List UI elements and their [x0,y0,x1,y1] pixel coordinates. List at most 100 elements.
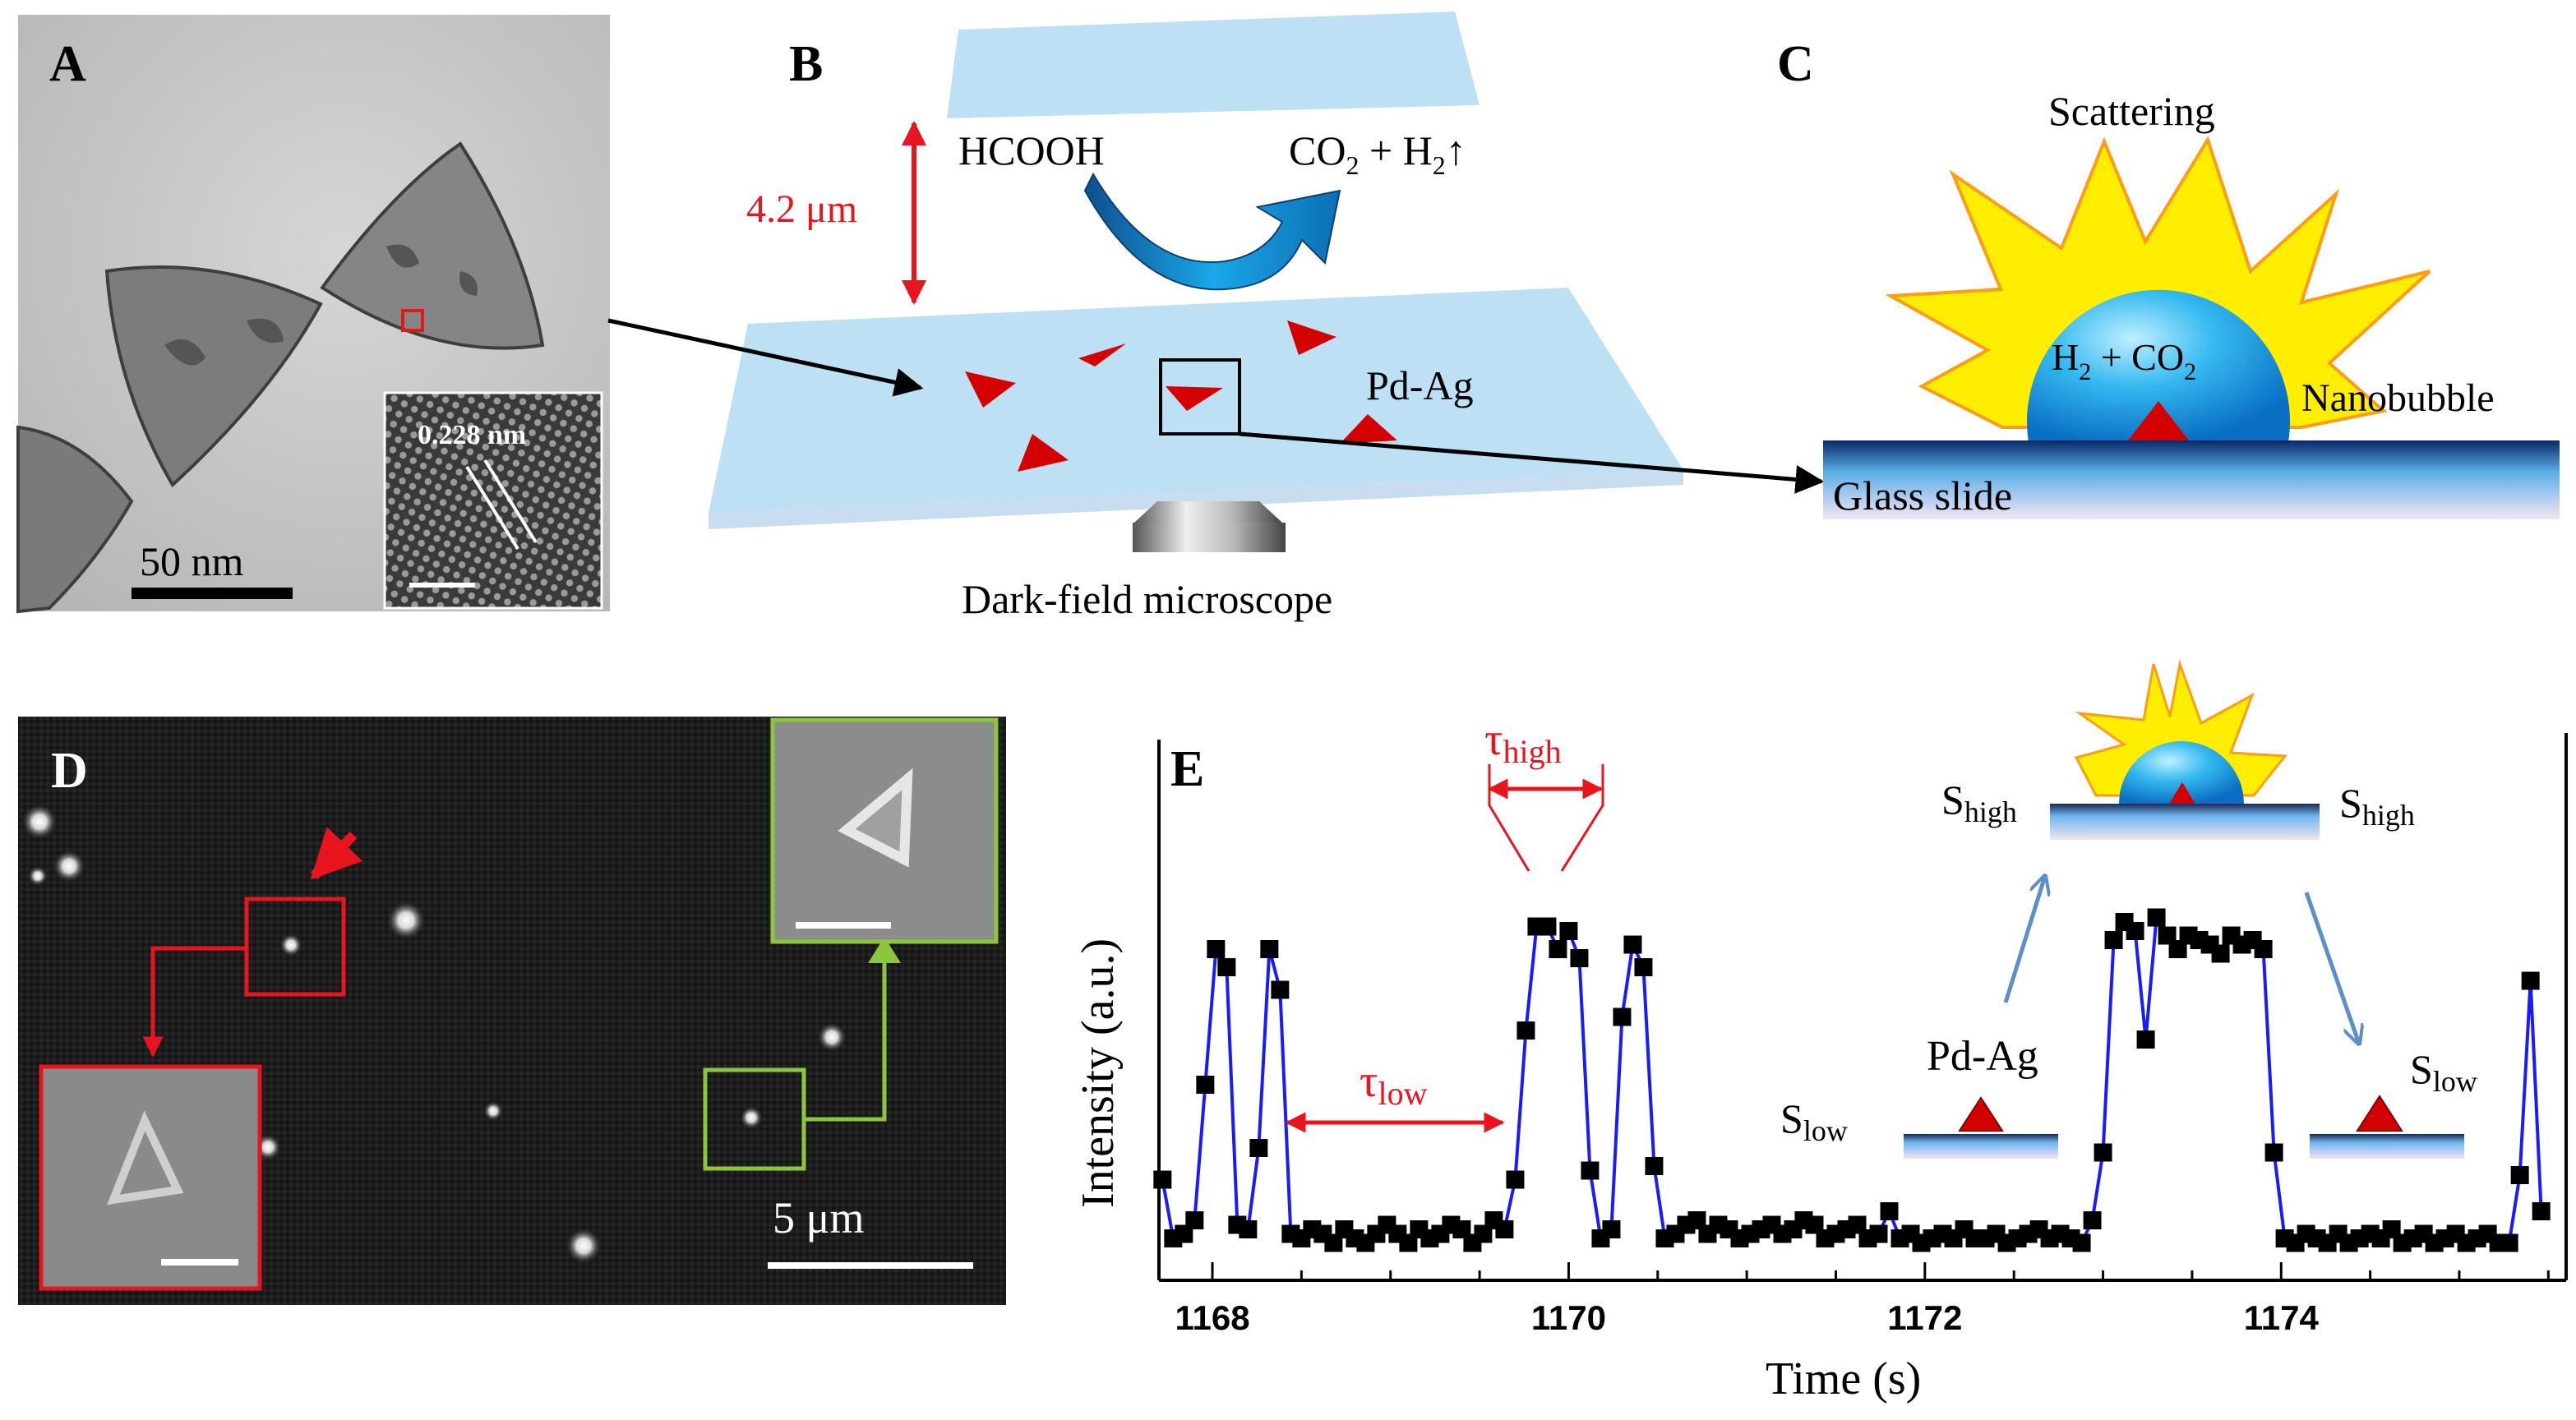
data-point [1506,1170,1525,1189]
data-point [2083,1211,2102,1229]
selected-particle-box [1159,358,1241,436]
data-point [1634,958,1653,976]
x-tick-label: 1174 [2244,1298,2320,1337]
s-low-label: Slow [1780,1095,1848,1147]
data-point [2104,931,2123,949]
nanoplate-texture [164,244,478,366]
particle-label: Pd-Ag [1366,362,1474,408]
data-point [1549,940,1567,958]
s-high-glass [2050,804,2320,840]
data-point [1196,1076,1215,1094]
top-glass [947,12,1480,118]
data-point [1559,922,1578,940]
scale-bar-label: 5 μm [773,1193,864,1242]
mini-scattering-burst [2074,659,2287,797]
reaction-arrow [1083,172,1341,291]
panel-b: B 4.2 μm HCOOH CO2 + H2↑ Pd-Ag Dark-fiel… [607,12,1825,622]
spot [566,1228,602,1264]
panel-c: C Scattering H2 + CO2 Nanobubble Glass s… [1777,36,2560,519]
nanoplate-right [320,141,545,350]
data-point [2264,1143,2283,1162]
lattice-line [465,465,519,551]
mini-particle [2168,782,2196,805]
x-tick-label: 1170 [1531,1298,1606,1337]
reactant-label: HCOOH [958,127,1105,173]
data-point [1645,1157,1664,1175]
nanobubble-label: Nanobubble [2301,376,2495,420]
data-point [1538,917,1557,936]
data-point [1185,1211,1204,1229]
glass-label: Glass slide [1833,473,2012,519]
panel-d: D 5 μm [18,717,1006,1305]
scattering-burst [1885,136,2431,429]
scale-bar-label: 50 nm [140,538,244,584]
nanobubble [2027,289,2291,442]
red-inset [39,1064,262,1291]
bottom-glass-edge [709,470,1683,529]
x-axis-title: Time (s) [1766,1353,1921,1404]
lattice-line [483,459,538,544]
data-point [1570,949,1589,967]
panel-label-d: D [51,743,88,799]
particle [1078,343,1126,367]
data-point [1207,940,1226,958]
s-high-label-left: Shigh [1941,777,2017,828]
particle [965,371,1016,408]
data-point [1623,935,1642,954]
data-point [2126,922,2144,940]
objective-lens [1133,501,1286,552]
red-pointer-arrow [310,827,363,880]
data-point [2254,940,2273,958]
spot [740,1106,763,1129]
spot [279,934,302,957]
tau-low-label: τlow [1360,1056,1428,1112]
data-point [2211,944,2230,963]
product-label: CO2 + H2↑ [1289,127,1466,180]
s-high-label-right: Shigh [2339,780,2415,832]
lattice-spacing: 0.228 nm [418,420,526,450]
panel-label-e: E [1170,741,1204,797]
hrtem-inset [383,391,603,610]
s-low-particle [1958,1096,2004,1132]
data-point [1271,980,1290,999]
data-point [1260,940,1279,958]
data-point [2521,971,2540,990]
particle [1340,414,1397,444]
spot [28,866,48,886]
particle [1166,386,1223,411]
spot [817,1022,847,1052]
s-low-glass-right [2310,1134,2464,1159]
gap-label: 4.2 μm [746,187,857,231]
data-point [1880,1202,1899,1220]
microscope-label: Dark-field microscope [962,576,1332,622]
scattering-label: Scattering [2048,88,2215,134]
s-low-label-right: Slow [2410,1046,2477,1098]
data-point [1239,1220,1258,1238]
red-connector [142,946,247,1058]
spot [386,901,426,940]
data-point [1153,1170,1172,1189]
data-point [2147,908,2166,927]
selection-box [401,309,424,332]
pd-ag-particle [2126,401,2191,444]
s-low-particle-right [2356,1095,2403,1132]
pd-ag-label: Pd-Ag [1927,1033,2038,1080]
data-point [2136,1030,2155,1049]
data-point [1217,958,1236,976]
data-point [2072,1233,2091,1252]
nanoplate-corner [16,425,134,614]
spot [483,1101,503,1121]
data-point [2094,1143,2112,1162]
chart-plot [1153,908,2551,1252]
spot [53,850,85,883]
panel-a: 0.228 nm A 50 nm [16,15,610,614]
green-inset-particle [838,768,913,868]
data-point [1249,1139,1268,1157]
data-point [1613,1007,1632,1026]
green-arrowhead [868,937,901,963]
particle [1018,434,1069,472]
pd-ag-particles [965,320,1397,472]
